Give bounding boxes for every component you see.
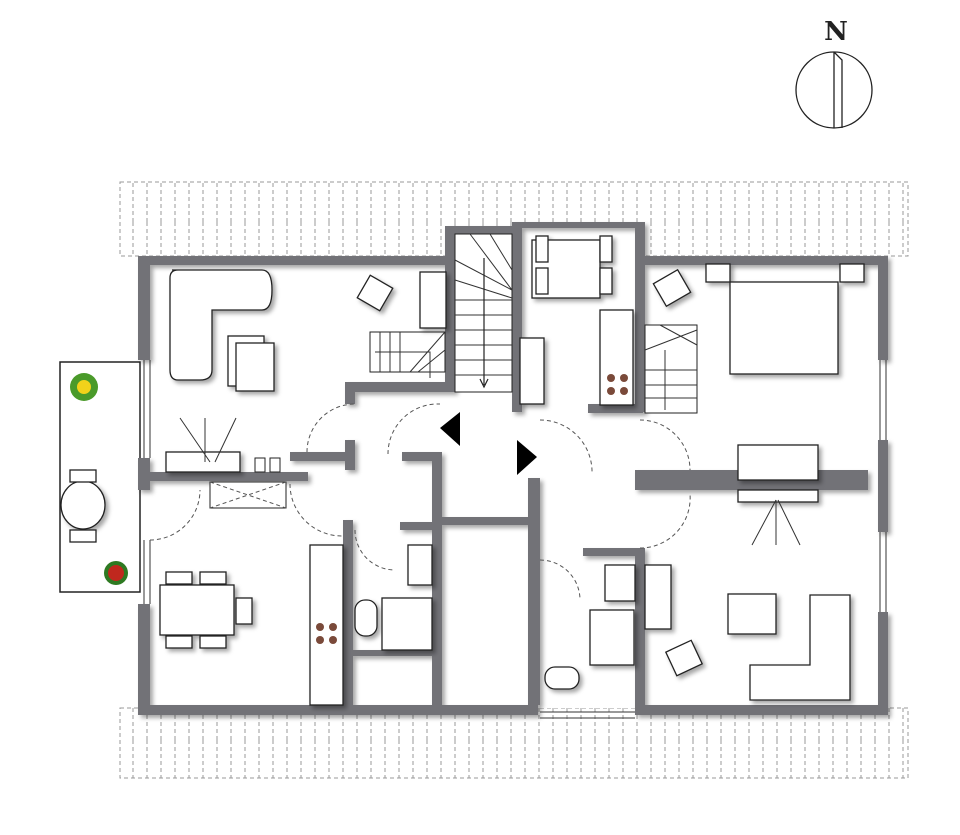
sink (604, 564, 636, 602)
windows (143, 360, 887, 719)
toilet (544, 666, 580, 690)
tv-view-lines (751, 499, 801, 546)
shower (381, 597, 433, 651)
sink (407, 544, 433, 586)
north-label: N (824, 17, 848, 47)
door-swings (149, 403, 691, 601)
entrance-arrow-left-icon (440, 412, 460, 446)
balcony-chair (69, 529, 97, 543)
tv-stand (165, 451, 241, 473)
stove-icon (316, 623, 337, 644)
roof-overhang-south (119, 707, 909, 779)
balcony-table (60, 480, 106, 530)
dining-table (159, 584, 235, 636)
loft-stair-left (369, 331, 446, 378)
kitchen-counter (599, 309, 634, 406)
tv-view-lines (179, 417, 237, 463)
furniture-left-apartment (159, 269, 447, 706)
kitchen-counter (309, 544, 344, 706)
cabinet (519, 337, 545, 405)
stove-icon (607, 374, 628, 395)
tv-stand (737, 489, 819, 503)
entrance-arrow-right-icon (517, 440, 537, 475)
shower (589, 609, 635, 666)
toilet (354, 599, 378, 637)
chair (664, 639, 704, 677)
chair (356, 274, 394, 312)
furniture-right-apartment (519, 235, 865, 701)
corner-sofa (749, 594, 851, 701)
wardrobe (737, 444, 819, 481)
compass: N (795, 17, 873, 129)
loft-stair-right (644, 324, 698, 414)
chair (652, 268, 692, 308)
cabinet (644, 564, 672, 630)
double-bed (729, 281, 839, 375)
wardrobe (419, 271, 447, 329)
cabinet (209, 481, 287, 509)
balcony-chair (69, 469, 97, 483)
north-arrow-icon (795, 51, 873, 129)
plant-icon (104, 561, 128, 585)
armchair (235, 342, 275, 392)
walls (138, 222, 888, 715)
balcony (59, 361, 141, 593)
plant-icon (70, 373, 98, 401)
main-staircase (454, 233, 513, 393)
corner-sofa (169, 269, 273, 381)
